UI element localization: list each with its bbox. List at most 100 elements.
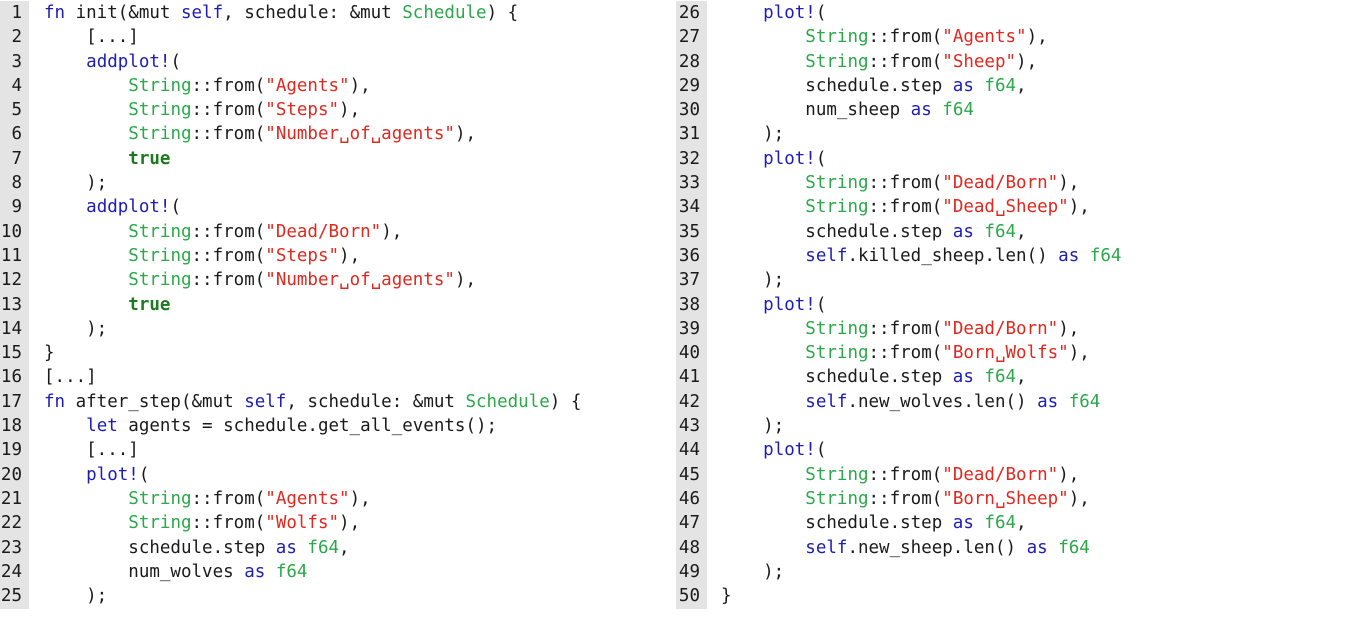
code-text: fn after_step(&mut self, schedule: &mut …	[44, 390, 581, 414]
code-token: ),	[339, 513, 361, 534]
code-line: 40 String::from("Born␣Wolfs"),	[676, 341, 1351, 365]
code-line: 14 );	[0, 317, 660, 341]
code-text: schedule.step as f64,	[721, 365, 1026, 389]
code-text: num_wolves as f64	[44, 560, 307, 584]
code-token: fn	[44, 391, 66, 412]
code-text: [...]	[44, 25, 139, 49]
line-number: 48	[678, 537, 700, 558]
code-text: addplot!(	[44, 50, 181, 74]
code-line: 36 self.killed_sheep.len() as f64	[676, 244, 1351, 268]
line-number: 44	[678, 440, 700, 461]
line-number: 12	[0, 270, 22, 291]
code-token	[932, 100, 943, 120]
code-line: 18 let agents = schedule.get_all_events(…	[0, 414, 660, 438]
code-token: ,	[1016, 513, 1027, 534]
code-line: 19 [...]	[0, 438, 660, 462]
code-token: String	[805, 464, 869, 485]
code-token: [...]	[44, 27, 139, 48]
code-token: [...]	[44, 440, 139, 461]
code-line: 45 String::from("Dead/Born"),	[676, 463, 1351, 487]
code-token: as	[952, 367, 974, 388]
code-line: 22 String::from("Wolfs"),	[0, 511, 660, 535]
code-token: String	[128, 100, 192, 121]
code-token: f64	[1058, 537, 1090, 558]
line-number: 45	[678, 464, 700, 485]
code-line: 10 String::from("Dead/Born"),	[0, 220, 660, 244]
code-token	[721, 197, 805, 217]
code-token: (	[170, 197, 181, 218]
code-token: String	[805, 173, 869, 194]
code-text: String::from("Born␣Wolfs"),	[721, 341, 1090, 365]
code-text: );	[44, 171, 107, 195]
line-number: 28	[678, 51, 700, 72]
code-token: self	[805, 537, 848, 558]
code-token	[721, 489, 805, 509]
code-text: num_sheep as f64	[721, 98, 974, 122]
code-text: schedule.step as f64,	[721, 74, 1026, 98]
code-token: .killed_sheep.len()	[847, 245, 1059, 266]
code-token: (	[815, 3, 827, 23]
code-line: 9 addplot!(	[0, 195, 660, 219]
code-token: num_wolves	[44, 561, 245, 582]
code-token	[721, 246, 805, 266]
code-token: ),	[1068, 343, 1090, 364]
line-number: 14	[0, 318, 22, 339]
code-token: );	[721, 416, 785, 437]
code-token: f64	[984, 75, 1017, 96]
code-text: );	[44, 584, 107, 608]
code-text: [...]	[44, 365, 97, 389]
code-text: String::from("Steps"),	[44, 98, 360, 122]
code-line: 13 true	[0, 293, 660, 317]
line-number: 4	[11, 75, 22, 96]
code-token: ::from(	[868, 464, 943, 485]
code-token: "Dead/Born"	[942, 318, 1059, 339]
code-token: "Wolfs"	[265, 513, 340, 534]
code-lines: 1 fn init(&mut self, schedule: &mut Sched…	[0, 1, 660, 608]
code-token: f64	[984, 221, 1017, 242]
code-token: true	[128, 294, 171, 315]
code-token: ),	[1068, 197, 1090, 218]
code-line: 20 plot!(	[0, 463, 660, 487]
code-text: plot!(	[721, 438, 826, 462]
code-token: String	[805, 343, 869, 364]
code-token	[44, 416, 86, 436]
code-token: , schedule: &mut	[286, 391, 466, 412]
code-text: fn init(&mut self, schedule: &mut Schedu…	[44, 1, 518, 25]
line-number: 42	[678, 391, 700, 412]
code-line: 35 schedule.step as f64,	[676, 220, 1351, 244]
line-number: 17	[0, 391, 22, 412]
code-token: String	[805, 27, 869, 48]
line-number: 18	[0, 416, 22, 437]
code-line: 32 plot!(	[676, 147, 1351, 171]
line-number: 24	[0, 561, 22, 582]
code-text: String::from("Number␣of␣agents"),	[44, 268, 476, 292]
code-token: ),	[1026, 27, 1048, 48]
code-text: String::from("Born␣Sheep"),	[721, 487, 1090, 511]
code-token	[44, 295, 128, 315]
code-token	[721, 295, 763, 315]
code-token: "Number␣of␣agents"	[265, 270, 455, 291]
code-token: schedule.step	[721, 513, 953, 534]
code-token	[721, 173, 805, 193]
code-token: );	[44, 318, 108, 339]
code-line: 42 self.new_wolves.len() as f64	[676, 390, 1351, 414]
code-token: "Agents"	[942, 27, 1027, 48]
code-line: 26 plot!(	[676, 1, 1351, 25]
line-number: 1	[11, 3, 22, 23]
code-token: "Born␣Sheep"	[942, 488, 1069, 509]
line-number: 11	[0, 245, 22, 266]
code-token: ,	[1016, 221, 1027, 242]
code-line: 1 fn init(&mut self, schedule: &mut Sched…	[0, 1, 660, 25]
code-text: String::from("Steps"),	[44, 244, 360, 268]
code-text: );	[44, 317, 107, 341]
code-line: 39 String::from("Dead/Born"),	[676, 317, 1351, 341]
line-number: 22	[0, 513, 22, 534]
code-token: schedule.step	[721, 367, 953, 388]
code-token: plot!	[763, 440, 816, 461]
code-token: "Steps"	[265, 100, 340, 121]
code-line: 24 num_wolves as f64	[0, 560, 660, 584]
code-token: (	[815, 294, 827, 315]
code-line: 33 String::from("Dead/Born"),	[676, 171, 1351, 195]
line-number: 10	[0, 221, 22, 242]
code-token: addplot!	[86, 51, 171, 72]
